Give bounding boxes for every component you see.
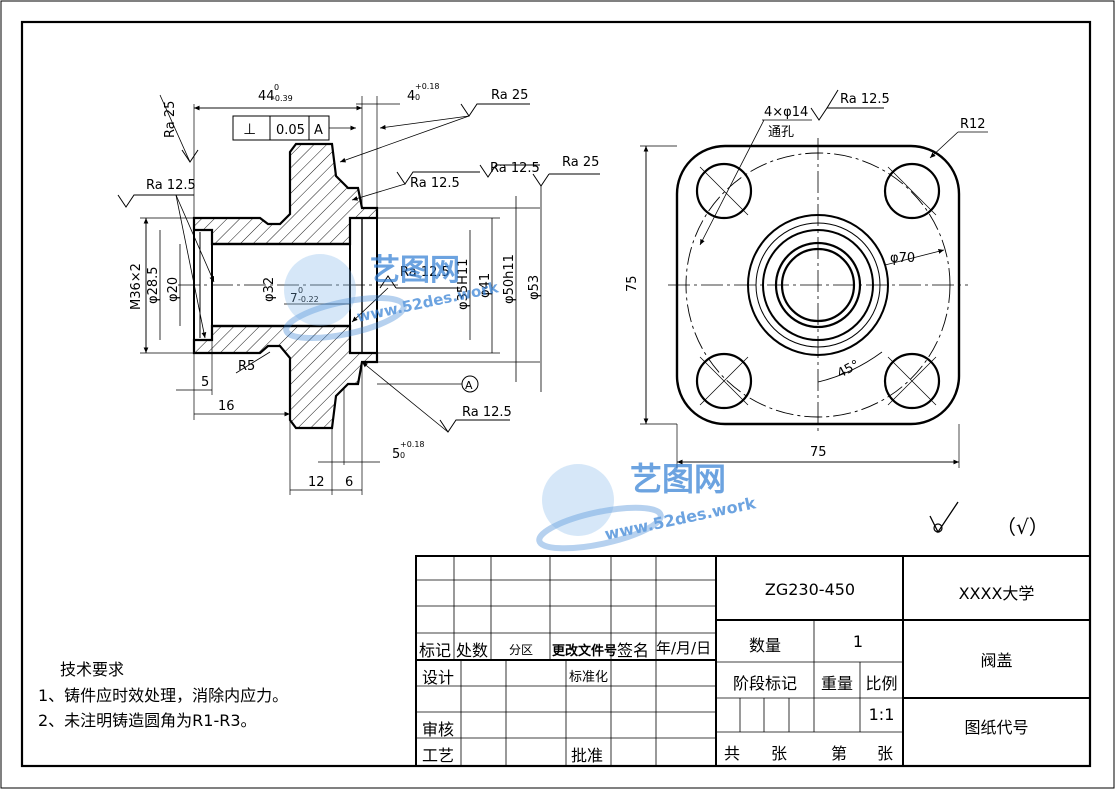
qty-label: 数量 [748,636,781,655]
svg-text:+0.18: +0.18 [400,440,425,449]
through-label: 通孔 [768,125,794,140]
svg-text:0: 0 [298,286,303,295]
review-label: 审核 [422,720,455,739]
drawing-number: 图纸代号 [964,718,1029,737]
sign-label: 签名 [617,641,650,660]
dim-7: 7 [290,291,298,305]
zone-label: 分区 [509,643,534,657]
requirement-2: 2、未注明铸造圆角为R1-R3。 [38,711,257,730]
bolt-hole-tr [883,162,941,220]
roughness-paren: （√） [996,515,1049,539]
ra125-left: Ra 12.5 [146,178,196,193]
dim-d50: φ50h11 [502,254,517,304]
dim-d35: φ35H11 [456,259,471,310]
svg-text:+0.18: +0.18 [415,82,440,91]
bolt-hole-tl [695,162,753,220]
dim-d20: φ20 [166,277,181,302]
stage-label: 阶段标记 [732,674,797,693]
dim-6: 6 [345,475,353,490]
dim-4: 4 [407,89,415,104]
svg-text:0: 0 [415,93,420,102]
tolerance-value: 0.05 [276,123,305,138]
side-ra: Ra 12.5 [840,92,890,107]
ra25-right: Ra 25 [562,155,599,170]
svg-text:www.52des.work: www.52des.work [603,493,758,544]
count-label: 处数 [456,641,489,660]
date-label: 年/月/日 [656,639,712,657]
dim-r12: R12 [960,117,986,132]
scale-value: 1:1 [868,705,895,724]
ra125-mid: Ra 12.5 [410,176,460,191]
dim-44: 44 [258,89,275,104]
front-view: 44 0 -0.39 4 0 +0.18 ⊥ 0.05 A Ra 25 Ra 1… [117,82,600,495]
dim-d41: φ41 [478,273,493,298]
bolt-hole-bl [695,352,753,410]
dim-d53: φ53 [527,275,542,300]
total-label: 共 [724,744,741,763]
svg-text:0: 0 [274,83,279,92]
dim-45: 45° [835,357,862,381]
svg-text:-0.22: -0.22 [298,295,319,304]
requirements-title: 技术要求 [60,660,125,679]
ra125-right: Ra 12.5 [490,161,540,176]
page-sheets-label: 张 [877,744,894,763]
bolt-hole-br [883,352,941,410]
part-name: 阀盖 [980,651,1013,670]
datum-a: A [465,379,473,392]
mark-label: 标记 [419,641,452,660]
school-name: XXXX大学 [958,584,1035,603]
process-label: 工艺 [422,746,455,765]
design-label: 设计 [422,668,455,687]
watermark-2: 艺图网 www.52des.work [536,460,758,552]
sheets-label: 张 [771,744,788,763]
svg-text:艺图网: 艺图网 [630,460,726,498]
dim-height: 75 [625,275,640,292]
tolerance-datum: A [314,123,323,138]
holes-label: 4×φ14 [764,105,808,120]
approve-label: 批准 [571,746,604,765]
dim-d32: φ32 [262,277,277,302]
ra125-bottom: Ra 12.5 [462,405,512,420]
page-label: 第 [831,744,848,763]
requirement-1: 1、铸件应时效处理，消除内应力。 [38,686,289,705]
perpendicularity-symbol: ⊥ [243,120,256,138]
svg-text:艺图网: 艺图网 [370,253,460,288]
dim-12: 12 [308,475,325,490]
ra25-left: Ra 25 [163,101,178,138]
scale-label: 比例 [865,674,898,693]
standard-label: 标准化 [569,670,609,685]
ra125-center: Ra 12.5 [400,265,450,280]
dim-m36: M36×2 [129,263,144,310]
weight-label: 重量 [820,674,853,693]
material: ZG230-450 [764,580,856,599]
qty-value: 1 [852,632,864,651]
ra25-top: Ra 25 [491,88,528,103]
side-view: 4×φ14 通孔 Ra 12.5 R12 φ70 45° 75 75 [625,89,988,468]
svg-text:-0.39: -0.39 [272,94,293,103]
title-block-grid [415,555,1091,767]
dim-width: 75 [810,445,827,460]
general-roughness-note: （√） [929,501,1049,539]
change-no-label: 更改文件号 [552,644,618,659]
svg-text:0: 0 [400,451,405,460]
dim-5: 5 [201,375,209,390]
dim-16: 16 [218,399,235,414]
dim-5b: 5 [392,447,400,462]
dim-d285: φ28.5 [146,266,161,304]
